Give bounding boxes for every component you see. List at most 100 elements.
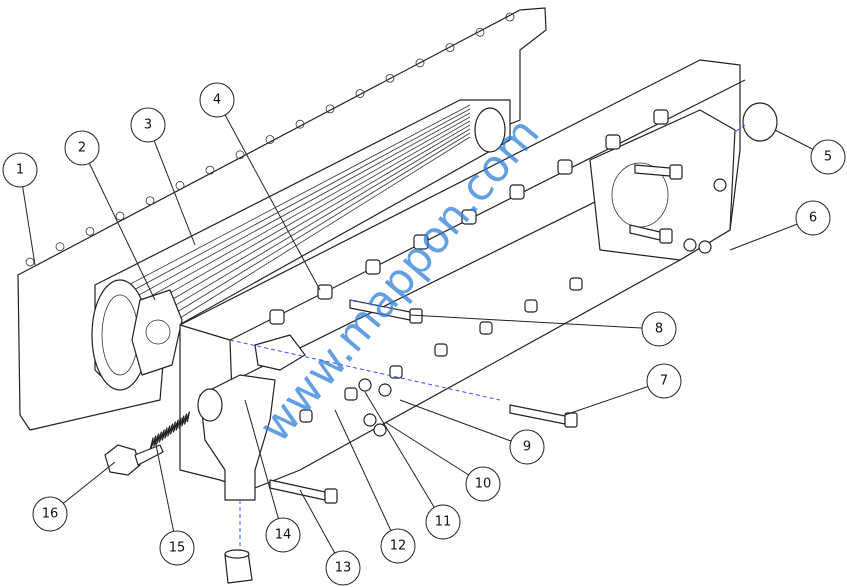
gasket-hole	[505, 12, 515, 22]
callout-12: 12	[380, 528, 416, 564]
hex-bolt-head	[434, 343, 448, 357]
callout-number: 5	[824, 150, 832, 165]
gasket-hole	[415, 58, 425, 68]
washer-nut	[378, 383, 392, 397]
washer-nut	[698, 240, 712, 254]
callout-number: 16	[42, 507, 59, 522]
washer-nut	[683, 238, 697, 252]
gasket-hole	[355, 89, 365, 98]
washer-nut	[358, 378, 372, 392]
callout-13: 13	[325, 550, 361, 586]
callout-5: 5	[810, 139, 846, 175]
callout-number: 11	[435, 515, 452, 530]
hex-bolt-head	[605, 134, 621, 150]
leader-line	[216, 99, 321, 291]
callout-3: 3	[130, 107, 166, 143]
bolt-head	[659, 228, 673, 244]
gasket-hole	[385, 73, 395, 83]
leader-line	[147, 124, 196, 246]
callout-number: 10	[475, 477, 492, 492]
callout-number: 14	[275, 528, 292, 543]
relief-valve-spring	[149, 411, 190, 451]
callout-1: 1	[2, 152, 38, 188]
callout-4: 4	[199, 82, 235, 118]
callout-number: 2	[78, 141, 86, 156]
hex-bolt-head	[557, 159, 573, 175]
bolt-head	[564, 412, 578, 428]
callout-2: 2	[64, 130, 100, 166]
cooler-fin	[107, 112, 471, 313]
flange-gasket	[131, 289, 183, 376]
leader-line	[399, 399, 528, 448]
callout-number: 9	[523, 440, 531, 455]
cooler-fin	[131, 136, 471, 349]
thermostat-housing	[197, 334, 306, 501]
cap	[734, 102, 778, 142]
hex-bolt-head	[269, 309, 285, 325]
gasket-hole	[445, 43, 455, 53]
callout-14: 14	[265, 517, 301, 553]
callout-10: 10	[465, 466, 501, 502]
cooler-fin	[127, 132, 471, 343]
hex-bolt-head	[524, 299, 538, 313]
gasket-hole	[175, 181, 185, 190]
cooler-fin	[103, 108, 471, 307]
washer-nut	[373, 423, 387, 437]
callout-number: 15	[169, 541, 186, 556]
hex-bolt-head	[569, 277, 583, 291]
callout-9: 9	[509, 429, 545, 465]
hex-bolt-head	[413, 234, 429, 250]
callout-11: 11	[425, 504, 461, 540]
hex-bolt-head	[344, 387, 358, 401]
gasket-hole	[85, 226, 95, 236]
gasket-hole	[145, 196, 155, 206]
leader-line	[244, 399, 284, 536]
leader-line	[409, 314, 660, 330]
callout-number: 12	[390, 539, 407, 554]
cooler-fin	[115, 120, 471, 325]
plug-bolt	[104, 444, 164, 476]
hex-bolt-head	[389, 365, 403, 379]
callout-number: 4	[213, 93, 221, 108]
hex-bolt-head	[461, 209, 477, 225]
cooler-fin	[119, 124, 471, 331]
gasket-hole	[475, 27, 485, 37]
gasket-hole	[55, 242, 65, 252]
cooler-fin	[111, 116, 471, 319]
hex-bolt-head	[365, 259, 381, 275]
bolt-head	[324, 488, 338, 504]
callout-number: 8	[655, 322, 663, 337]
callout-number: 1	[16, 163, 24, 178]
bolt-head	[669, 164, 683, 180]
gasket-hole	[115, 211, 125, 221]
leader-line	[81, 147, 156, 301]
leader-line	[154, 439, 178, 549]
washer-nut	[713, 178, 727, 192]
callout-6: 6	[795, 200, 831, 236]
gasket-hole	[265, 135, 275, 144]
hex-bolt-head	[653, 109, 669, 125]
leader-line	[334, 409, 399, 547]
callout-number: 7	[660, 374, 668, 389]
callout-number: 6	[809, 211, 817, 226]
callout-number: 3	[144, 118, 152, 133]
callout-7: 7	[646, 363, 682, 399]
hex-bolt-head	[509, 184, 525, 200]
leader-line	[384, 421, 484, 485]
hex-bolt-head	[317, 284, 333, 300]
bolt	[269, 479, 326, 501]
callout-16: 16	[32, 496, 68, 532]
callout-15: 15	[159, 530, 195, 566]
gasket-hole	[205, 165, 215, 175]
cooler-fin	[123, 128, 471, 337]
hex-bolt-head	[479, 321, 493, 335]
callout-8: 8	[641, 311, 677, 347]
bottom-plug	[224, 500, 253, 584]
cooler-fin	[99, 104, 471, 301]
gasket-hole	[325, 104, 335, 114]
bolt	[509, 404, 566, 425]
gasket-hole	[235, 150, 245, 160]
gasket-hole	[25, 257, 35, 267]
gasket-hole	[295, 119, 305, 129]
